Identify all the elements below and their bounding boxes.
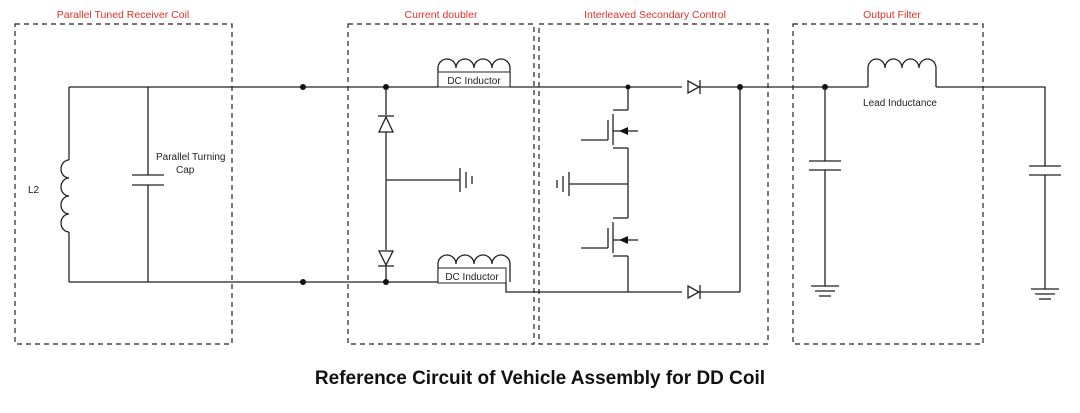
- output-diode-bottom: [687, 284, 740, 300]
- doubler-section-title: Current doubler: [405, 9, 478, 21]
- doubler-wiring: [385, 87, 460, 282]
- ground-symbol: [459, 168, 473, 192]
- dc-inductor-bottom-body: [437, 267, 507, 284]
- lead-inductance-label: Lead Inductance: [863, 98, 937, 109]
- junction-dot: [300, 279, 306, 285]
- parallel-tuning-capacitor: [132, 174, 164, 186]
- junction-dot: [383, 84, 389, 90]
- dc-inductor-bottom-label: DC Inductor: [445, 272, 499, 283]
- secondary-wiring: [569, 87, 629, 292]
- capacitor-label-line2: Cap: [176, 165, 195, 176]
- dc-inductor-bottom: [437, 254, 511, 282]
- filter-section-title: Output Filter: [863, 9, 921, 21]
- capacitor-label-line1: Parallel Turning: [156, 152, 225, 163]
- filter-capacitor-right: [1029, 165, 1061, 289]
- mosfet-bottom: [581, 217, 638, 257]
- secondary-section-box: [538, 23, 769, 345]
- ground-symbol: [1031, 288, 1059, 300]
- filter-capacitor-left: [809, 87, 841, 286]
- receiver-section-box: [14, 23, 233, 345]
- ground-symbol: [811, 285, 839, 297]
- diagram-caption: Reference Circuit of Vehicle Assembly fo…: [314, 368, 766, 389]
- junction-dot: [383, 279, 389, 285]
- filter-section-box: [792, 23, 984, 345]
- bottom-bus-wire: [505, 282, 682, 293]
- ground-symbol: [556, 172, 570, 196]
- l2-coil-inductor: [60, 159, 70, 233]
- lead-inductance: [867, 58, 937, 87]
- receiver-wiring: [68, 86, 438, 283]
- secondary-section-title: Interleaved Secondary Control: [584, 9, 726, 21]
- diode-top: [377, 115, 395, 133]
- doubler-section-box: [347, 23, 535, 345]
- filter-output-wire: [936, 86, 1046, 166]
- receiver-section-title: Parallel Tuned Receiver Coil: [57, 9, 189, 21]
- l2-label: L2: [28, 185, 40, 196]
- dc-inductor-top-body: [437, 71, 511, 88]
- dc-inductor-top-label: DC Inductor: [447, 76, 501, 87]
- mosfet-top: [581, 109, 638, 149]
- dc-inductor-top: [437, 58, 511, 87]
- diode-bottom: [377, 250, 395, 267]
- junction-dot: [625, 84, 631, 90]
- output-diode-top: [687, 79, 740, 95]
- junction-dot: [300, 84, 306, 90]
